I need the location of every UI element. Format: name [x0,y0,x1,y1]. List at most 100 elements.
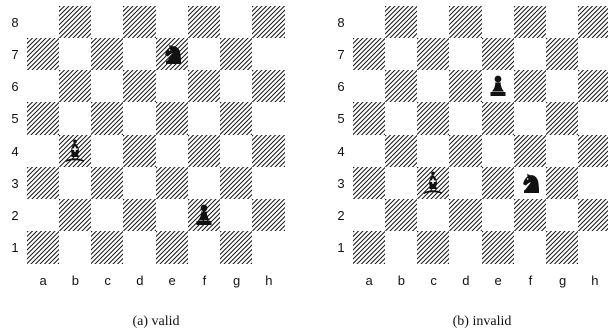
square-g7 [220,37,253,71]
square-b5 [384,102,418,135]
square-d7 [449,37,482,71]
square-c1 [91,231,124,264]
square-g2 [220,199,253,232]
square-b7 [58,37,92,71]
square-h6 [252,70,285,103]
square-h5 [578,102,608,135]
rank-label-b-5: 5 [337,111,345,127]
square-f5 [513,102,547,135]
square-c1 [417,231,450,264]
square-d6 [123,70,156,103]
rank-label-a-8: 8 [11,14,19,30]
square-f3 [513,166,547,200]
square-g8 [220,5,253,38]
square-h2 [578,199,608,232]
pawn-icon [196,204,212,226]
square-e3 [481,166,514,200]
square-e7 [155,37,188,71]
square-a2 [26,199,59,232]
square-a8 [352,5,385,38]
square-d1 [449,231,482,264]
square-g6 [220,70,253,103]
square-f1 [187,231,221,264]
square-e1 [481,231,514,264]
square-c6 [417,70,450,103]
file-label-b-h: h [591,273,599,288]
square-f2 [187,199,221,232]
rank-label-b-7: 7 [337,46,345,62]
square-d7 [123,37,156,71]
file-label-b-c: c [430,273,437,288]
square-c4 [91,134,124,167]
square-c5 [91,102,124,135]
square-e6 [155,70,188,103]
file-label-a-g: g [233,273,241,288]
square-h7 [578,37,608,71]
rank-label-a-7: 7 [11,46,19,62]
knight-icon [523,173,539,193]
rank-label-a-2: 2 [11,208,19,224]
file-label-a-h: h [265,273,273,288]
square-e5 [481,102,514,135]
file-label-a-a: a [39,273,47,288]
square-d5 [449,102,482,135]
square-g4 [546,134,579,167]
square-e3 [155,166,188,200]
square-c8 [417,5,450,38]
square-g5 [220,102,253,135]
square-b2 [58,199,92,232]
square-c7 [91,37,124,71]
square-e2 [481,199,514,232]
rank-label-b-1: 1 [337,240,345,256]
square-f5 [187,102,221,135]
square-h8 [578,5,608,38]
square-d2 [123,199,156,232]
file-label-b-d: d [462,273,470,288]
square-a4 [26,134,59,167]
square-b7 [384,37,418,71]
square-a5 [26,102,59,135]
knight-icon [164,44,181,64]
square-d4 [449,134,482,167]
square-c7 [417,37,450,71]
file-label-a-f: f [202,273,207,288]
square-b4 [384,134,418,167]
file-label-a-d: d [136,273,144,288]
file-label-a-e: e [168,273,176,288]
square-g6 [546,70,579,103]
square-b1 [58,231,92,264]
square-a4 [352,134,385,167]
rank-label-a-1: 1 [11,240,19,256]
square-a1 [352,231,385,264]
square-f4 [513,134,547,167]
square-g1 [546,231,579,264]
square-c6 [91,70,124,103]
rank-label-a-3: 3 [11,175,19,191]
bishop-icon [424,171,443,194]
square-a5 [352,102,385,135]
square-g4 [220,134,253,167]
file-label-b-a: a [365,273,373,288]
square-f6 [513,70,547,103]
square-e7 [481,37,514,71]
file-label-b-f: f [528,273,533,288]
square-d2 [449,199,482,232]
square-b3 [58,166,92,200]
chessboard-b [352,5,608,264]
square-a7 [352,37,385,71]
square-h4 [578,134,608,167]
rank-label-b-8: 8 [337,14,345,30]
square-g2 [546,199,579,232]
square-b1 [384,231,418,264]
square-h7 [252,37,285,71]
square-e5 [155,102,188,135]
square-g8 [546,5,579,38]
square-f8 [513,5,547,38]
square-e1 [155,231,188,264]
square-e2 [155,199,188,232]
square-h2 [252,199,285,232]
square-d1 [123,231,156,264]
square-h3 [578,166,608,200]
square-b5 [58,102,92,135]
